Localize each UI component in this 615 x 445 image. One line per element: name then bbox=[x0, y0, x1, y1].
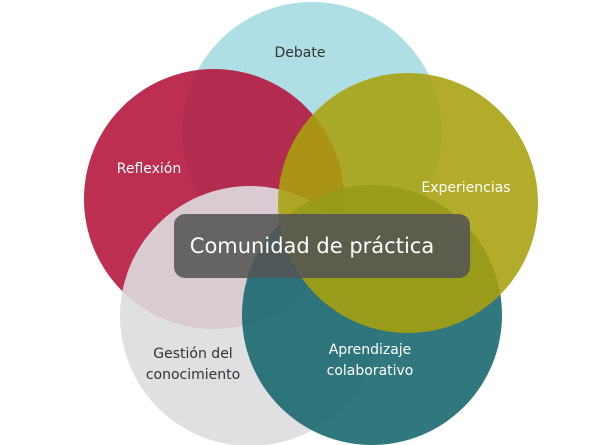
label-aprendizaje-line-1: Aprendizaje bbox=[329, 342, 412, 358]
center-label: Comunidad de práctica bbox=[190, 234, 434, 258]
label-gestion-line-1: Gestión del bbox=[153, 346, 232, 362]
label-experiencias: Experiencias bbox=[421, 180, 510, 196]
circle-experiencias bbox=[278, 73, 538, 333]
label-debate: Debate bbox=[275, 45, 326, 61]
center-box bbox=[174, 214, 470, 278]
label-aprendizaje-line-2: colaborativo bbox=[327, 363, 414, 379]
label-gestion-line-2: conocimiento bbox=[146, 367, 240, 383]
label-reflexion: Reflexión bbox=[117, 161, 182, 177]
